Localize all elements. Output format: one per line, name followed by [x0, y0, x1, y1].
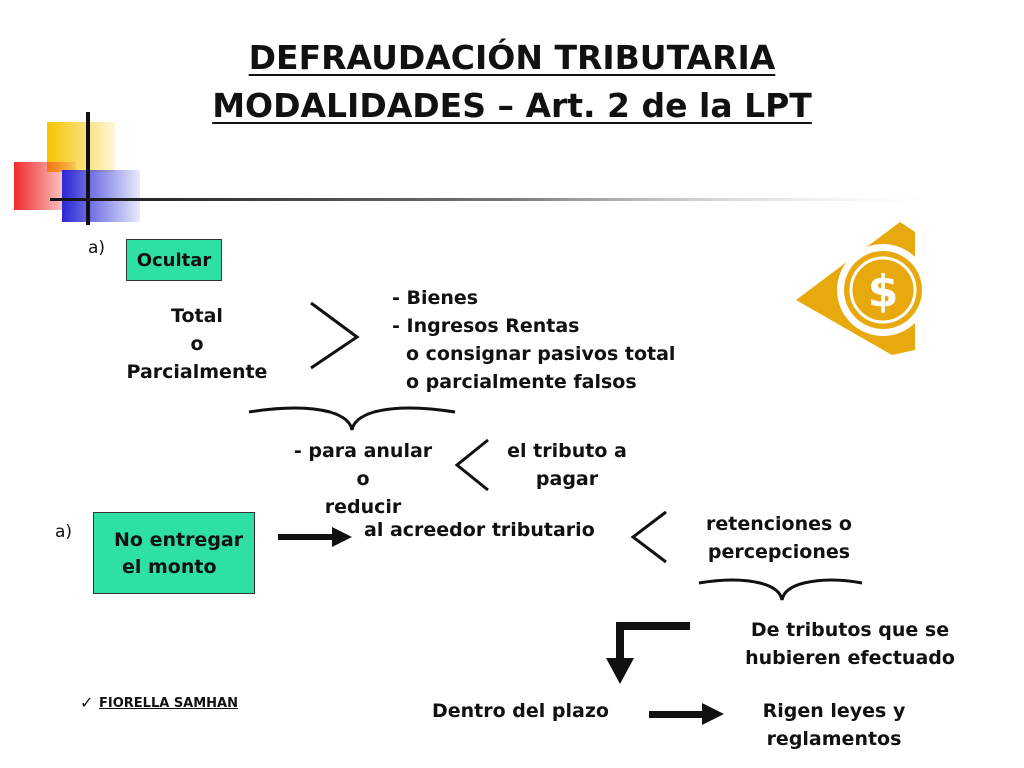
types-block: retenciones o percepciones: [694, 510, 864, 566]
purpose-line: - para anular: [293, 440, 433, 462]
box-line: el monto: [122, 556, 217, 578]
object-line: pagar: [535, 468, 599, 490]
ocultar-box: Ocultar: [126, 239, 222, 281]
author-name: FIORELLA SAMHAN: [99, 696, 238, 711]
section-marker-1: a): [88, 238, 106, 258]
recipient-text: al acreedor tributario: [364, 519, 595, 541]
scope-line: Total: [171, 305, 223, 327]
scope-block: Total o Parcialmente: [118, 302, 276, 386]
left-angle-bracket-2: [630, 510, 667, 564]
rules-block: Rigen leyes y reglamentos: [752, 697, 916, 753]
arrow-right-icon: [649, 703, 724, 725]
box-line: No entregar: [114, 529, 244, 551]
arrow-right-icon: [278, 527, 352, 547]
item-line: o consignar pasivos total: [406, 343, 676, 365]
origin-line: De tributos que se: [750, 619, 950, 641]
section-marker-2: a): [55, 522, 73, 542]
purpose-line: reducir: [324, 496, 402, 518]
origin-line: hubieren efectuado: [745, 647, 955, 669]
elbow-arrow-down-icon: [606, 622, 690, 684]
deadline-text: Dentro del plazo: [432, 700, 609, 722]
checkmark-icon: ✓: [80, 693, 94, 712]
left-angle-bracket-1: [454, 438, 489, 492]
rules-line: reglamentos: [766, 728, 902, 750]
origin-block: De tributos que se hubieren efectuado: [734, 616, 966, 672]
item-line: - Bienes: [392, 287, 479, 309]
scope-line: Parcialmente: [126, 361, 268, 383]
decorative-squares: [14, 112, 970, 225]
items-block: - Bienes - Ingresos Rentas o consignar p…: [392, 284, 675, 396]
no-entregar-box: No entregar el monto: [93, 512, 255, 594]
item-line: o parcialmente falsos: [406, 371, 637, 393]
item-line: - Ingresos Rentas: [392, 315, 580, 337]
scope-line: o: [190, 333, 204, 355]
right-angle-bracket: [310, 301, 360, 370]
rules-line: Rigen leyes y: [762, 700, 906, 722]
curly-brace-1: [248, 406, 456, 431]
types-line: percepciones: [707, 541, 851, 563]
object-block: el tributo a pagar: [496, 437, 638, 493]
svg-text:$: $: [868, 266, 899, 317]
page-subtitle: MODALIDADES – Art. 2 de la LPT: [212, 86, 812, 125]
dollar-coin-icon: $: [796, 222, 929, 355]
curly-brace-2: [698, 578, 863, 601]
purpose-line: o: [356, 468, 370, 490]
purpose-block: - para anular o reducir: [286, 437, 440, 521]
page-title: DEFRAUDACIÓN TRIBUTARIA: [248, 38, 776, 77]
types-line: retenciones o: [706, 513, 852, 535]
object-line: el tributo a: [507, 440, 627, 462]
